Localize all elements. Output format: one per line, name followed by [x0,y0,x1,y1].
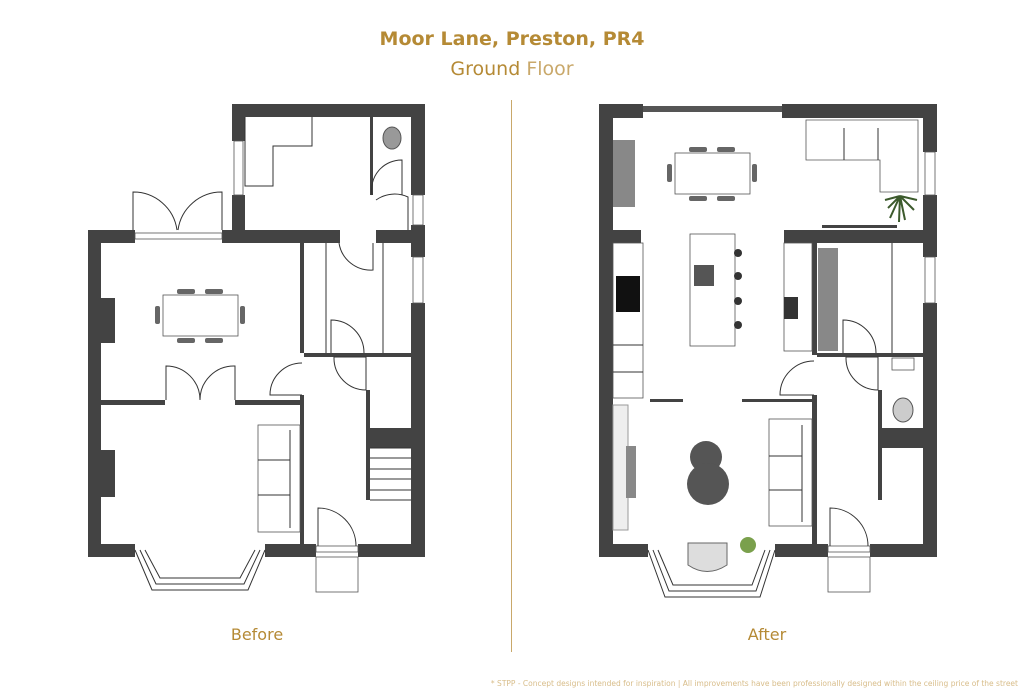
chair [155,306,160,324]
chair [717,147,735,152]
kitchen-units [244,117,313,187]
before-floor-plan [88,104,425,593]
armchair [687,542,728,572]
media-unit [612,404,629,531]
bifold-doors [643,106,782,112]
chair [689,196,707,201]
hall-units [325,243,384,353]
sideboard [613,140,635,207]
plant-icon [884,195,918,223]
before-porch [315,507,359,593]
before-bay-window [134,549,266,591]
sofa [768,418,813,527]
before-label: Before [230,625,284,644]
after-furniture [612,119,919,572]
fireplace [626,446,636,498]
utility-sink [784,297,798,319]
chair [667,164,672,182]
toilet [382,126,402,150]
before-furniture [155,117,411,533]
chair [177,338,195,343]
chair [717,196,735,201]
footer-disclaimer: * STPP - Concept designs intended for in… [490,679,1018,688]
stool [734,249,742,257]
after-label: After [747,625,787,644]
sofa [257,424,301,533]
after-windows [643,106,936,304]
dining-table [674,152,751,195]
divider [511,100,512,652]
after-porch [827,507,871,593]
chair [205,338,223,343]
after-walls [599,104,937,557]
stool [734,321,742,329]
after-internal-doors [779,319,879,396]
stool [734,272,742,280]
hob [616,276,640,312]
floor-subtitle-main: Ground [450,58,521,80]
stool [734,297,742,305]
chair [752,164,757,182]
plant-icon [740,537,756,553]
chair [240,306,245,324]
island-sink [694,265,714,286]
stairs [370,447,411,501]
page-title: Moor Lane, Preston, PR4 [379,28,645,50]
kitchen-units [612,242,644,399]
coffee-table [687,463,729,505]
chair [177,289,195,294]
kitchen-island [689,233,736,347]
toilet [892,397,914,423]
chair [689,147,707,152]
dining-table [162,294,239,337]
after-bay-window [647,549,776,598]
chair [205,289,223,294]
after-floor-plan [599,104,937,598]
before-french-doors [132,191,223,240]
floor-subtitle-rest: Floor [520,58,574,80]
before-windows [233,140,424,304]
before-walls [88,104,425,557]
corner-sofa [805,119,919,193]
before-internal-doors [165,159,409,401]
basin [891,357,915,371]
floor-subtitle: Ground Floor [0,58,1024,80]
utility-cabinet [818,248,838,351]
